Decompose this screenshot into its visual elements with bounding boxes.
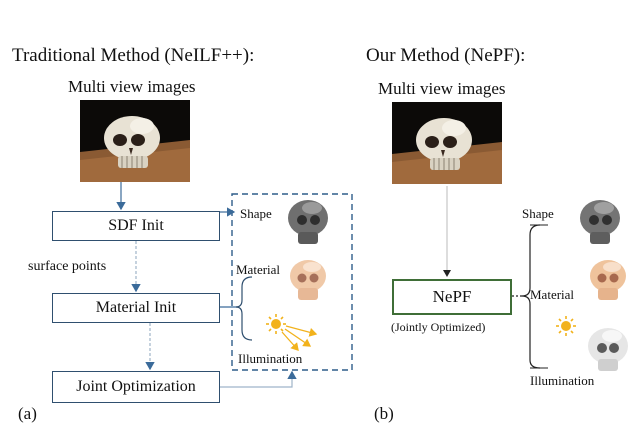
skull-illumination-render: [588, 328, 628, 371]
jointly-optimized-label: (Jointly Optimized): [391, 320, 486, 334]
skull-material-render-right: [590, 260, 626, 300]
illumination-label-right: Illumination: [530, 373, 595, 388]
skull-material-render: [290, 260, 326, 300]
panel-b-label: (b): [374, 404, 394, 423]
panel-a-label: (a): [18, 404, 37, 423]
skull-photo-right: [392, 102, 502, 184]
material-label-left: Material: [236, 262, 281, 277]
skull-shape-render: [288, 200, 328, 244]
nepf-box: NePF: [392, 279, 512, 315]
left-brace: [235, 276, 253, 341]
traditional-title: Traditional Method (NeILF++):: [12, 45, 255, 66]
shape-label-right: Shape: [522, 206, 554, 221]
surface-points-label: surface points: [28, 259, 107, 274]
material-label-right: Material: [530, 287, 575, 302]
material-init-box: Material Init: [52, 293, 220, 323]
skull-shape-render-right: [580, 200, 620, 244]
sdf-init-box: SDF Init: [52, 211, 220, 241]
shape-label-left: Shape: [240, 206, 272, 221]
ours-title: Our Method (NePF):: [366, 45, 526, 66]
sun-icon-right: [556, 316, 576, 336]
ours-input-label: Multi view images: [378, 79, 506, 98]
skull-photo: [80, 100, 190, 182]
sun-icon: [266, 314, 318, 351]
joint-optimization-box: Joint Optimization: [52, 371, 220, 403]
traditional-input-label: Multi view images: [68, 77, 196, 96]
illumination-label-left: Illumination: [238, 351, 303, 366]
